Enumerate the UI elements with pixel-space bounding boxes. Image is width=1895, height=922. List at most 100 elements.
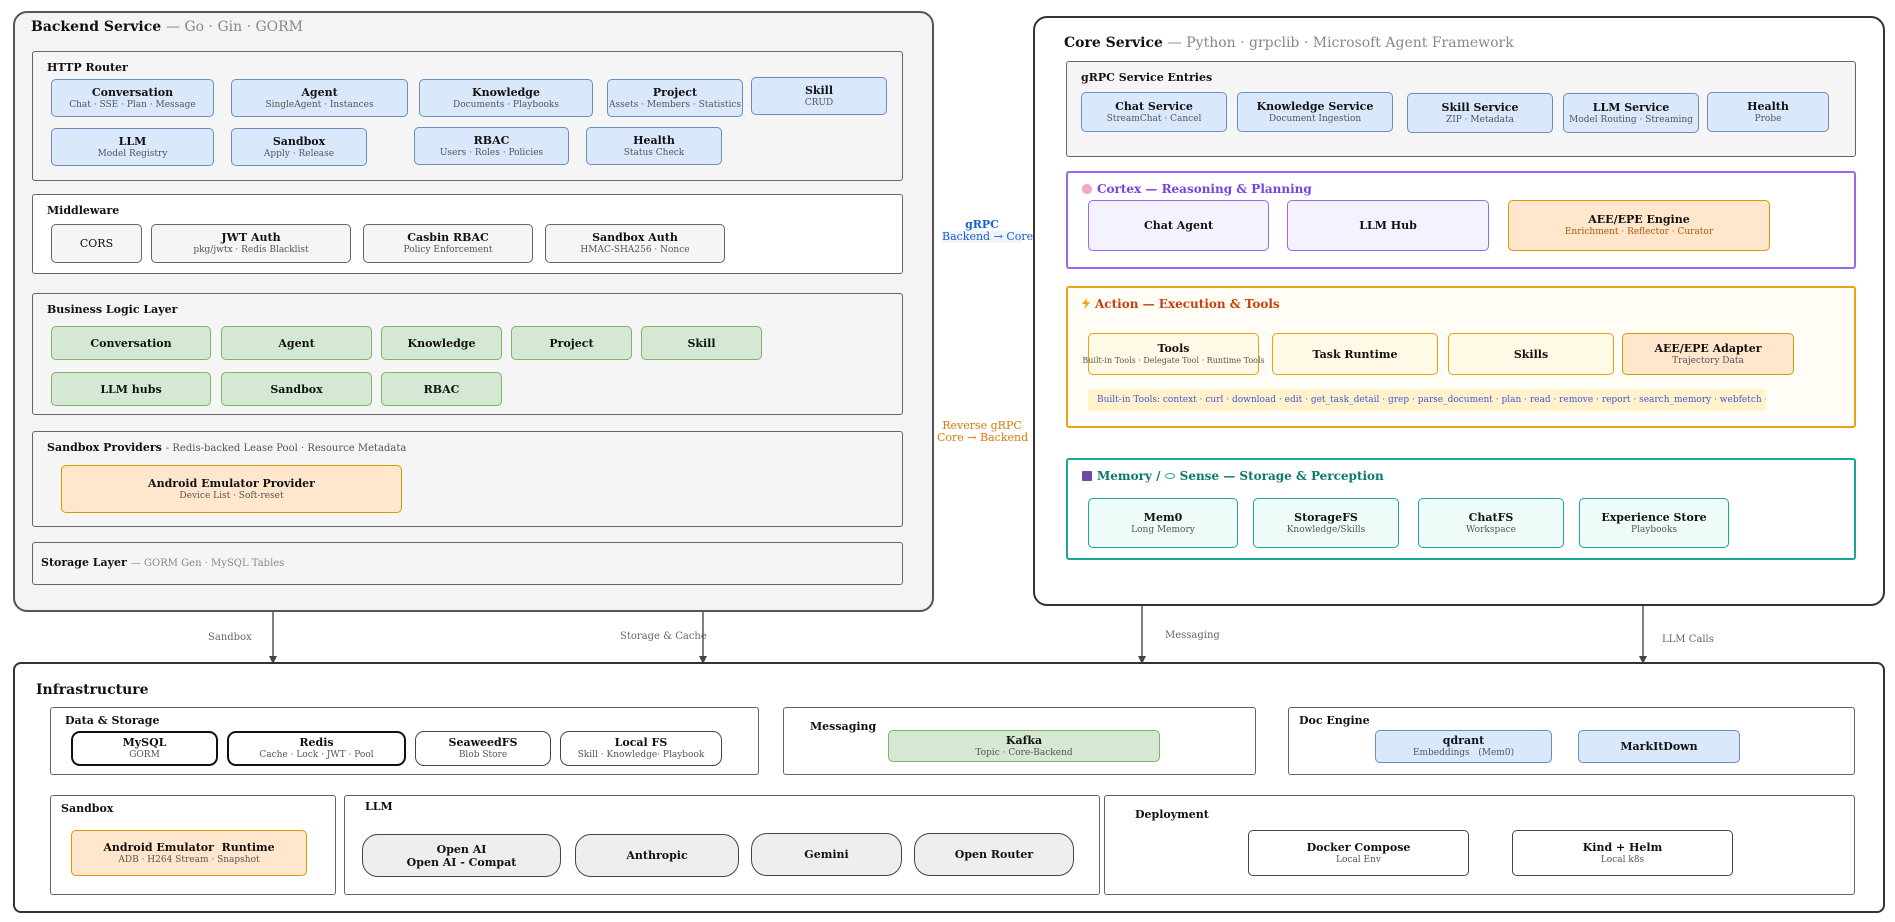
infra-markitdown[interactable]: MarkItDown: [1578, 730, 1740, 763]
biz-sandbox[interactable]: Sandbox: [221, 372, 372, 406]
label-llm-calls: LLM Calls: [1662, 634, 1714, 645]
storage-layer-section: Storage Layer— GORM Gen · MySQL Tables: [32, 542, 903, 585]
cortex-llm-hub[interactable]: LLM Hub: [1287, 200, 1489, 251]
data-storage-title: Data & Storage: [65, 714, 160, 727]
cortex-chat-agent[interactable]: Chat Agent: [1088, 200, 1269, 251]
brain-icon: [1082, 184, 1092, 194]
deployment-title: Deployment: [1135, 808, 1209, 821]
biz-skill[interactable]: Skill: [641, 326, 762, 360]
sandbox-providers-section: Sandbox Providers- Redis-backed Lease Po…: [32, 431, 903, 527]
action-skills[interactable]: Skills: [1448, 333, 1614, 375]
label-sandbox: Sandbox: [208, 632, 252, 643]
llm-open-router[interactable]: Open Router: [914, 833, 1074, 876]
lightning-icon: [1082, 298, 1090, 309]
core-service-panel: Core Service — Python · grpclib · Micros…: [1033, 16, 1885, 606]
storage-layer-title: Storage Layer— GORM Gen · MySQL Tables: [41, 556, 285, 569]
middleware-cors[interactable]: CORS: [51, 224, 142, 263]
grpc-link-label: gRPC Backend → Core: [942, 218, 1034, 243]
memory-sense-title: Memory / Sense — Storage & Perception: [1082, 469, 1384, 483]
infra-llm-title: LLM: [365, 800, 393, 813]
label-storage-cache: Storage & Cache: [620, 631, 707, 642]
label-messaging: Messaging: [1165, 630, 1220, 641]
sandbox-providers-title: Sandbox Providers- Redis-backed Lease Po…: [47, 441, 407, 454]
action-task-runtime[interactable]: Task Runtime: [1272, 333, 1438, 375]
floppy-disk-icon: [1082, 471, 1092, 481]
cortex-section: Cortex — Reasoning & Planning Chat Agent…: [1066, 171, 1856, 269]
http-router-title: HTTP Router: [47, 61, 128, 74]
biz-project[interactable]: Project: [511, 326, 632, 360]
middleware-title: Middleware: [47, 204, 120, 217]
biz-agent[interactable]: Agent: [221, 326, 372, 360]
grpc-service-entries-title: gRPC Service Entries: [1081, 71, 1213, 84]
biz-llm-hubs[interactable]: LLM hubs: [51, 372, 211, 406]
biz-knowledge[interactable]: Knowledge: [381, 326, 502, 360]
action-title: Action — Execution & Tools: [1082, 297, 1280, 311]
biz-rbac[interactable]: RBAC: [381, 372, 502, 406]
backend-service-title: Backend Service — Go · Gin · GORM: [31, 19, 304, 35]
infrastructure-title: Infrastructure: [36, 682, 149, 698]
business-logic-title: Business Logic Layer: [47, 303, 178, 316]
business-logic-section: Business Logic Layer Conversation Agent …: [32, 293, 903, 415]
eye-icon: [1164, 473, 1175, 479]
infra-sandbox-title: Sandbox: [61, 802, 114, 815]
core-service-title: Core Service — Python · grpclib · Micros…: [1064, 35, 1514, 51]
biz-conversation[interactable]: Conversation: [51, 326, 211, 360]
builtin-tools-list: Built-in Tools: context · curl · downloa…: [1088, 389, 1766, 411]
memory-sense-section: Memory / Sense — Storage & Perception Me…: [1066, 458, 1856, 560]
reverse-grpc-link-label: Reverse gRPC Core → Backend: [937, 419, 1029, 444]
doc-engine-title: Doc Engine: [1299, 714, 1370, 727]
backend-service-panel: Backend Service — Go · Gin · GORM HTTP R…: [13, 11, 934, 612]
messaging-title: Messaging: [810, 720, 877, 733]
cortex-title: Cortex — Reasoning & Planning: [1082, 182, 1312, 196]
llm-gemini[interactable]: Gemini: [751, 833, 902, 876]
llm-anthropic[interactable]: Anthropic: [575, 834, 739, 877]
